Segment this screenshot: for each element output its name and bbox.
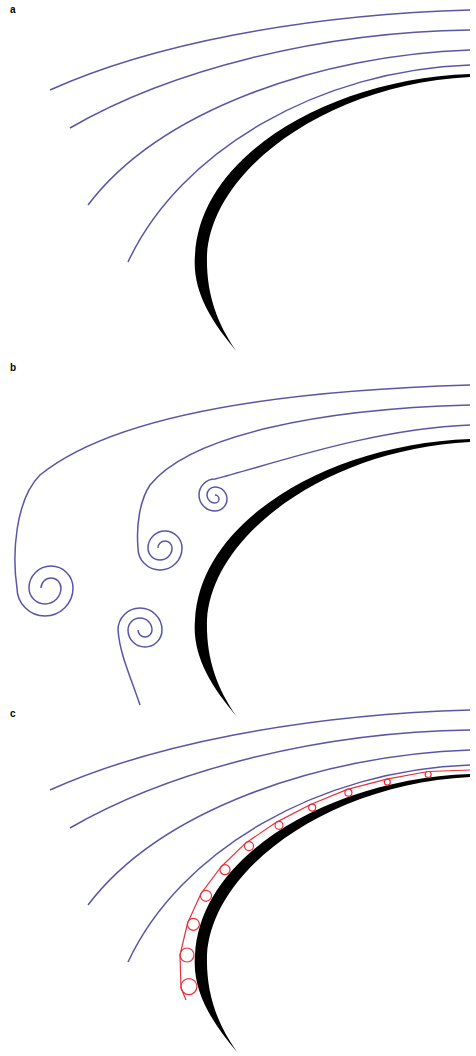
streamlines: [50, 10, 470, 262]
streamlines: [50, 710, 470, 962]
panel-a-flow: [50, 10, 470, 352]
airfoil: [195, 774, 470, 1052]
panel-letter: b: [10, 362, 16, 374]
separated-streamlines: [15, 385, 470, 705]
airfoil: [195, 74, 470, 352]
panel-c-flow: [50, 710, 470, 1052]
panel-letter: c: [10, 708, 16, 720]
boundary-vortices: [180, 770, 470, 1000]
airfoil: [195, 439, 470, 717]
panel-letter: a: [10, 4, 16, 16]
panel-b-flow: [15, 385, 470, 717]
